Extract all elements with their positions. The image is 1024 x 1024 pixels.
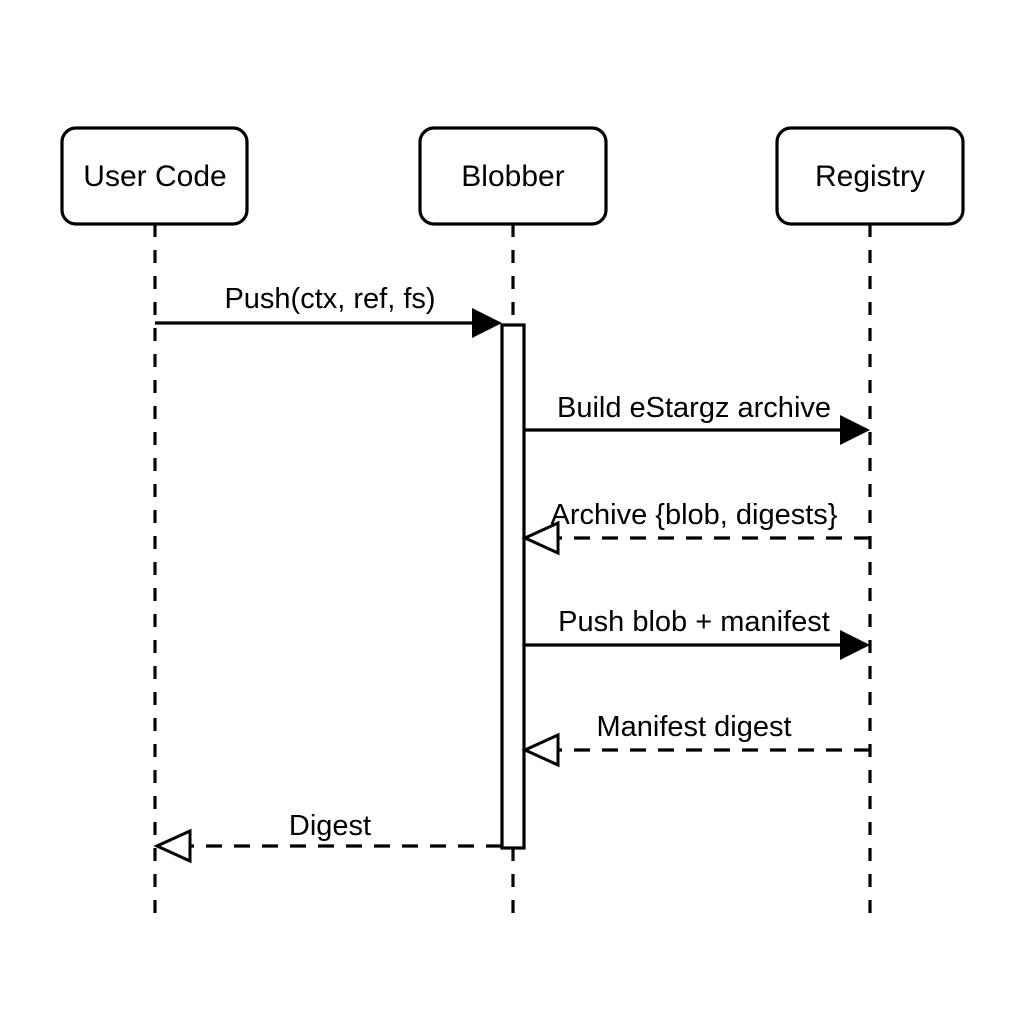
participant-blobber[interactable]: Blobber (418, 126, 608, 226)
arrowhead-filled-icon-1 (472, 308, 502, 338)
activation-bar-blobber (500, 323, 526, 850)
message-push-ctx-ref-fs: Push(ctx, ref, fs) (155, 283, 502, 338)
participant-box-blobber[interactable] (418, 126, 608, 226)
message-push-blob-manifest: Push blob + manifest (524, 606, 870, 660)
message-label-5: Manifest digest (596, 711, 791, 743)
participant-label-user-code: User Code (83, 160, 226, 193)
message-digest: Digest (153, 810, 502, 864)
arrowhead-open-icon-5 (521, 732, 560, 768)
message-label-2: Build eStargz archive (557, 392, 831, 424)
participant-label-blobber: Blobber (461, 160, 564, 193)
participant-user-code[interactable]: User Code (60, 126, 249, 226)
message-label-6: Digest (289, 810, 371, 842)
participant-box-user-code[interactable] (60, 126, 249, 226)
participant-box-registry[interactable] (775, 126, 965, 226)
participant-registry[interactable]: Registry (775, 126, 965, 226)
arrowhead-filled-icon-2 (840, 415, 870, 445)
arrowhead-open-icon-3 (521, 520, 560, 556)
arrowhead-filled-icon-4 (840, 630, 870, 660)
message-archive-blob-digests: Archive {blob, digests} (521, 499, 870, 556)
arrowhead-open-icon-6 (153, 828, 192, 864)
message-manifest-digest: Manifest digest (521, 711, 870, 768)
message-label-3: Archive {blob, digests} (551, 499, 838, 531)
message-build-estargz-archive: Build eStargz archive (524, 392, 870, 445)
participant-label-registry: Registry (815, 160, 925, 193)
message-label-1: Push(ctx, ref, fs) (224, 283, 435, 315)
message-label-4: Push blob + manifest (558, 606, 830, 638)
